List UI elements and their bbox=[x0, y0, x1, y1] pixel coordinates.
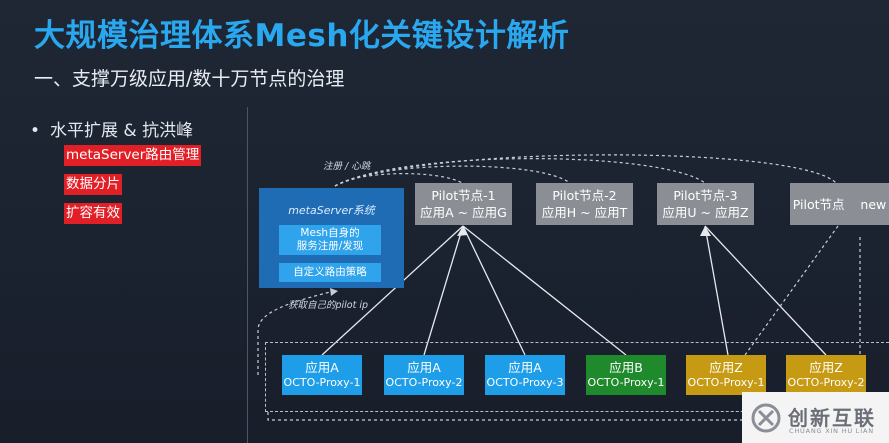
pilot-node-3: Pilot节点-3 应用U ~ 应用Z bbox=[657, 183, 754, 225]
brand-logo-icon bbox=[751, 403, 781, 433]
get-pilot-ip-label: 获取自己的pilot ip bbox=[288, 300, 369, 311]
custom-routing-box: 自定义路由策略 bbox=[279, 263, 381, 282]
slide-subtitle: 一、支撑万级应用/数十万节点的治理 bbox=[34, 68, 345, 90]
proxy-a-3-app: 应用A bbox=[508, 360, 542, 375]
bullet-dot: • bbox=[30, 121, 41, 141]
bullet-main: • 水平扩展 & 抗洪峰 bbox=[30, 116, 193, 141]
get-ip-arrow bbox=[330, 288, 338, 296]
watermark-cn: 创新互联 bbox=[788, 406, 876, 430]
link-p1-b1 bbox=[462, 225, 627, 356]
proxy-z-1-app: 应用Z bbox=[709, 360, 743, 375]
proxy-z-2: 应用Z OCTO-Proxy-2 bbox=[786, 355, 866, 395]
link-new-z1 bbox=[744, 225, 839, 356]
bullet-main-text: 水平扩展 & 抗洪峰 bbox=[50, 121, 194, 141]
mesh-registry-line2: 服务注册/发现 bbox=[296, 240, 364, 252]
watermark-logo: 创新互联 CHUANG XIN HU LIAN bbox=[742, 392, 889, 443]
proxy-a-1-app: 应用A bbox=[305, 360, 339, 375]
metaserver-box: metaServer系统 Mesh自身的 服务注册/发现 自定义路由策略 bbox=[259, 188, 404, 288]
proxy-z-1: 应用Z OCTO-Proxy-1 bbox=[686, 355, 766, 395]
proxy-a-3-name: OCTO-Proxy-3 bbox=[486, 376, 564, 389]
link-p3-z1 bbox=[704, 225, 729, 356]
proxy-z-1-name: OCTO-Proxy-1 bbox=[687, 376, 765, 389]
link-p1-a1 bbox=[321, 225, 464, 356]
proxy-a-2: 应用A OCTO-Proxy-2 bbox=[384, 355, 464, 395]
mesh-registry-box: Mesh自身的 服务注册/发现 bbox=[279, 225, 381, 255]
proxy-a-3: 应用A OCTO-Proxy-3 bbox=[485, 355, 565, 395]
arrowhead-p1 bbox=[457, 226, 468, 236]
proxy-z-2-name: OCTO-Proxy-2 bbox=[787, 376, 865, 389]
arrowhead-p3 bbox=[700, 226, 711, 236]
heartbeat-line-1 bbox=[334, 173, 463, 187]
register-heartbeat-label: 注册 / 心跳 bbox=[323, 161, 371, 172]
tag-data-sharding: 数据分片 bbox=[64, 174, 122, 195]
pilot-node-2: Pilot节点-2 应用H ~ 应用T bbox=[536, 183, 633, 225]
slide-title: 大规模治理体系Mesh化关键设计解析 bbox=[34, 18, 570, 54]
pilot-node-1-name: Pilot节点-1 bbox=[431, 188, 496, 203]
metaserver-title: metaServer系统 bbox=[288, 204, 375, 217]
link-p3-z2 bbox=[704, 225, 827, 356]
proxy-b-1-name: OCTO-Proxy-1 bbox=[587, 376, 665, 389]
pilot-node-new-name: Pilot节点 new bbox=[792, 196, 887, 212]
proxy-z-2-app: 应用Z bbox=[809, 360, 843, 375]
proxy-b-1: 应用B OCTO-Proxy-1 bbox=[586, 355, 666, 395]
proxy-a-2-app: 应用A bbox=[407, 360, 441, 375]
pilot-node-3-name: Pilot节点-3 bbox=[673, 188, 738, 203]
proxy-a-1-name: OCTO-Proxy-1 bbox=[283, 376, 361, 389]
return-loop-line bbox=[267, 235, 861, 421]
pilot-node-new: Pilot节点 new bbox=[790, 183, 889, 225]
pilot-node-2-name: Pilot节点-2 bbox=[552, 188, 617, 203]
link-p1-a3 bbox=[462, 225, 526, 356]
tag-metaserver-routing: metaServer路由管理 bbox=[64, 145, 202, 166]
pilot-node-3-range: 应用U ~ 应用Z bbox=[662, 205, 749, 220]
tag-scale-out: 扩容有效 bbox=[64, 203, 122, 224]
pilot-node-1-range: 应用A ~ 应用G bbox=[420, 205, 507, 220]
proxy-a-2-name: OCTO-Proxy-2 bbox=[385, 376, 463, 389]
proxy-b-1-app: 应用B bbox=[609, 360, 643, 375]
mesh-registry-line1: Mesh自身的 bbox=[300, 227, 360, 239]
heartbeat-line-4 bbox=[334, 154, 837, 187]
watermark-en: CHUANG XIN HU LIAN bbox=[789, 427, 874, 435]
heartbeat-line-3 bbox=[334, 158, 706, 187]
pilot-node-2-range: 应用H ~ 应用T bbox=[541, 205, 628, 220]
vertical-divider bbox=[247, 107, 248, 443]
proxy-a-1: 应用A OCTO-Proxy-1 bbox=[282, 355, 362, 395]
link-p1-a2 bbox=[423, 225, 464, 356]
proxy-group bbox=[265, 342, 889, 412]
pilot-node-1: Pilot节点-1 应用A ~ 应用G bbox=[415, 183, 512, 225]
